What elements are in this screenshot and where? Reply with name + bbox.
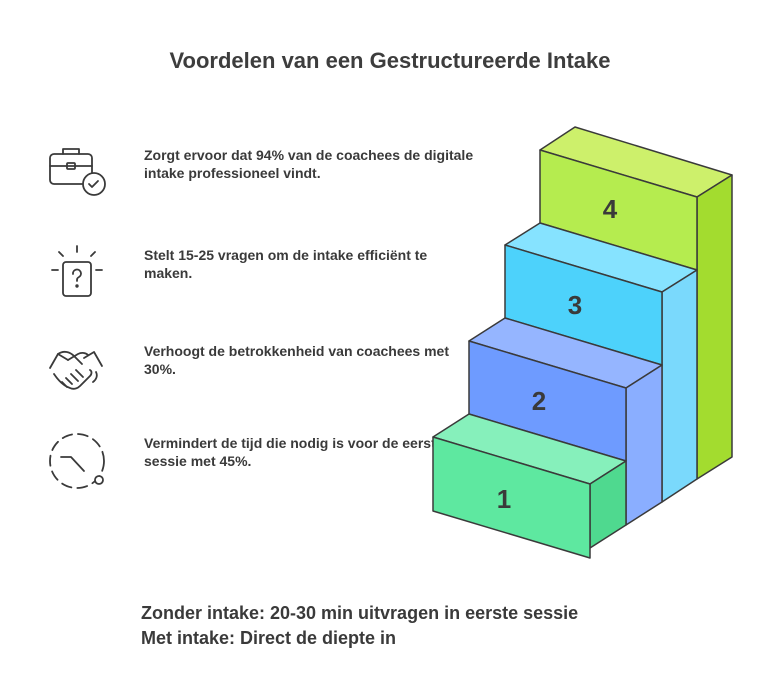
step-4: 4: [539, 126, 733, 480]
timer-icon: [44, 428, 114, 498]
step-2-label: 2: [532, 386, 546, 416]
summary-with-intake: Met intake: Direct de diepte in: [141, 628, 397, 648]
step-3: 3: [504, 222, 698, 503]
staircase-diagram: 4 3 2 1: [420, 115, 750, 570]
step-4-label: 4: [603, 194, 618, 224]
benefit-questions: Stelt 15-25 vragen om de intake efficiën…: [44, 240, 464, 310]
handshake-icon: [44, 336, 114, 406]
page-title: Voordelen van een Gestructureerde Intake: [169, 48, 611, 73]
benefit-text: Zorgt ervoor dat 94% van de coachees de …: [144, 147, 474, 181]
step-1-label: 1: [497, 484, 511, 514]
summary-without-intake: Zonder intake: 20-30 min uitvragen in ee…: [141, 603, 579, 623]
benefit-text: Verhoogt de betrokkenheid van coachees m…: [144, 343, 449, 377]
benefit-time: Vermindert de tijd die nodig is voor de …: [44, 428, 464, 498]
benefit-text: Stelt 15-25 vragen om de intake efficiën…: [144, 247, 428, 281]
benefit-engagement: Verhoogt de betrokkenheid van coachees m…: [44, 336, 464, 406]
step-2: 2: [468, 317, 663, 526]
benefit-professional: Zorgt ervoor dat 94% van de coachees de …: [44, 140, 473, 210]
question-box-icon: [44, 240, 114, 310]
benefit-text: Vermindert de tijd die nodig is voor de …: [144, 435, 444, 469]
briefcase-check-icon: [44, 140, 114, 210]
step-3-label: 3: [568, 290, 582, 320]
step-1: 1: [432, 413, 627, 559]
